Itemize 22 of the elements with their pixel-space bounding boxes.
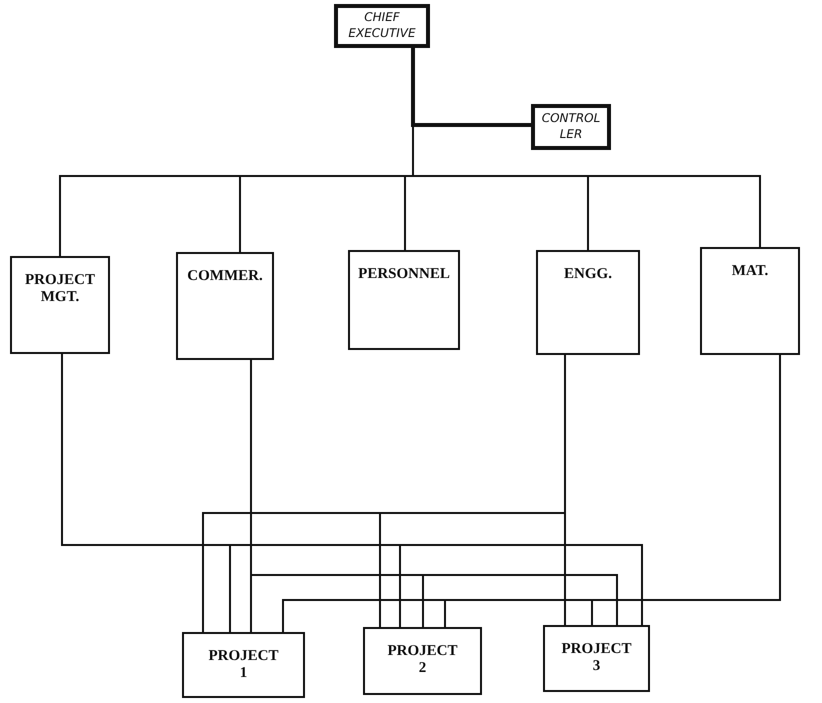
box-label: PERSONNEL <box>358 266 450 284</box>
box-label: PROJECT MGT. <box>24 272 96 306</box>
org-box <box>176 252 274 360</box>
box-label: COMMER. <box>187 268 263 286</box>
org-box <box>334 4 430 48</box>
org-box <box>536 250 640 355</box>
org-box <box>531 104 611 150</box>
box-label: PROJECT 1 <box>208 648 280 682</box>
org-box <box>700 247 800 355</box>
box-label: CHIEF EXECUTIVE <box>347 10 417 42</box>
connector-line <box>564 355 566 625</box>
box-label: PROJECT 3 <box>560 641 632 676</box>
box-label: MAT. <box>732 263 768 280</box>
box-label: CONTROL LER <box>540 111 602 143</box>
org-box <box>182 632 305 698</box>
org-box <box>348 250 460 350</box>
org-box <box>543 625 650 692</box>
org-box <box>363 627 482 695</box>
box-label: ENGG. <box>564 266 612 284</box>
box-label: PROJECT 2 <box>386 643 458 678</box>
connector-line <box>411 48 531 127</box>
org-box <box>10 256 110 354</box>
